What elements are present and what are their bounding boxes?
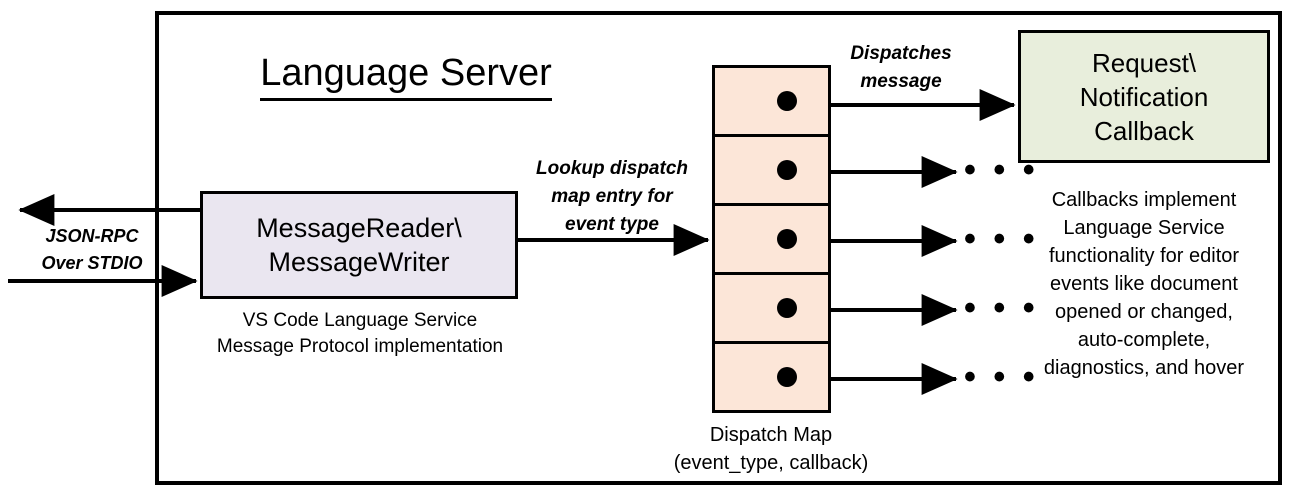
- dispatch-edge-line2: message: [860, 71, 942, 92]
- callback-caption-line4: events like document: [1050, 273, 1238, 295]
- dispatch-map-row[interactable]: [715, 137, 828, 206]
- callback-caption-line5: opened or changed,: [1055, 301, 1233, 323]
- callback-caption-line3: functionality for editor: [1048, 245, 1240, 267]
- message-reader-writer-line1: MessageReader\: [256, 213, 462, 243]
- message-reader-writer-label: MessageReader\ MessageWriter: [256, 211, 462, 279]
- dispatch-map-table[interactable]: [712, 65, 831, 413]
- page-title-text: Language Server: [260, 50, 552, 101]
- callback-box-label: Request\ Notification Callback: [1080, 46, 1209, 148]
- jsonrpc-label-line1: JSON-RPC: [45, 226, 139, 246]
- dispatch-map-caption-line1: Dispatch Map: [709, 424, 833, 446]
- entry-dot-icon: [777, 367, 797, 387]
- callback-caption-line2: Language Service: [1063, 217, 1225, 239]
- entry-dot-icon: [777, 160, 797, 180]
- jsonrpc-label-line2: Over STDIO: [41, 253, 143, 273]
- request-notification-callback-box[interactable]: Request\ Notification Callback: [1018, 30, 1270, 163]
- message-reader-writer-line2: MessageWriter: [268, 247, 450, 277]
- jsonrpc-channel-label: JSON-RPC Over STDIO: [22, 223, 162, 277]
- dispatch-edge-label: Dispatches message: [836, 40, 966, 96]
- dispatch-map-row[interactable]: [715, 344, 828, 410]
- ellipsis-icon: • • •: [964, 151, 1039, 189]
- lookup-edge-label: Lookup dispatch map entry for event type: [516, 155, 708, 239]
- callback-box-caption: Callbacks implement Language Service fun…: [1008, 186, 1280, 382]
- callback-box-line2: Notification: [1079, 81, 1209, 112]
- message-box-caption: VS Code Language Service Message Protoco…: [195, 308, 525, 360]
- callback-box-line3: Callback: [1094, 115, 1194, 146]
- dispatch-edge-line1: Dispatches: [850, 43, 952, 64]
- message-box-caption-line2: Message Protocol implementation: [216, 336, 504, 357]
- callback-caption-line6: auto-complete,: [1077, 329, 1211, 351]
- dispatch-map-row[interactable]: [715, 68, 828, 137]
- dispatch-map-row[interactable]: [715, 275, 828, 344]
- lookup-edge-line1: Lookup dispatch: [536, 158, 688, 179]
- dispatch-map-caption-line2: (event_type, callback): [673, 452, 869, 474]
- callback-caption-line7: diagnostics, and hover: [1043, 357, 1245, 379]
- page-title: Language Server: [236, 50, 576, 101]
- message-reader-writer-box[interactable]: MessageReader\ MessageWriter: [200, 191, 518, 299]
- message-box-caption-line1: VS Code Language Service: [242, 310, 478, 331]
- entry-dot-icon: [777, 91, 797, 111]
- lookup-edge-line3: event type: [565, 214, 659, 235]
- dispatch-map-row[interactable]: [715, 206, 828, 275]
- entry-dot-icon: [777, 229, 797, 249]
- dispatch-map-caption: Dispatch Map (event_type, callback): [640, 421, 902, 477]
- language-server-boundary: [155, 11, 1282, 485]
- lookup-edge-line2: map entry for: [551, 186, 673, 207]
- callback-box-line1: Request\: [1091, 47, 1197, 78]
- callback-caption-line1: Callbacks implement: [1051, 189, 1237, 211]
- entry-dot-icon: [777, 298, 797, 318]
